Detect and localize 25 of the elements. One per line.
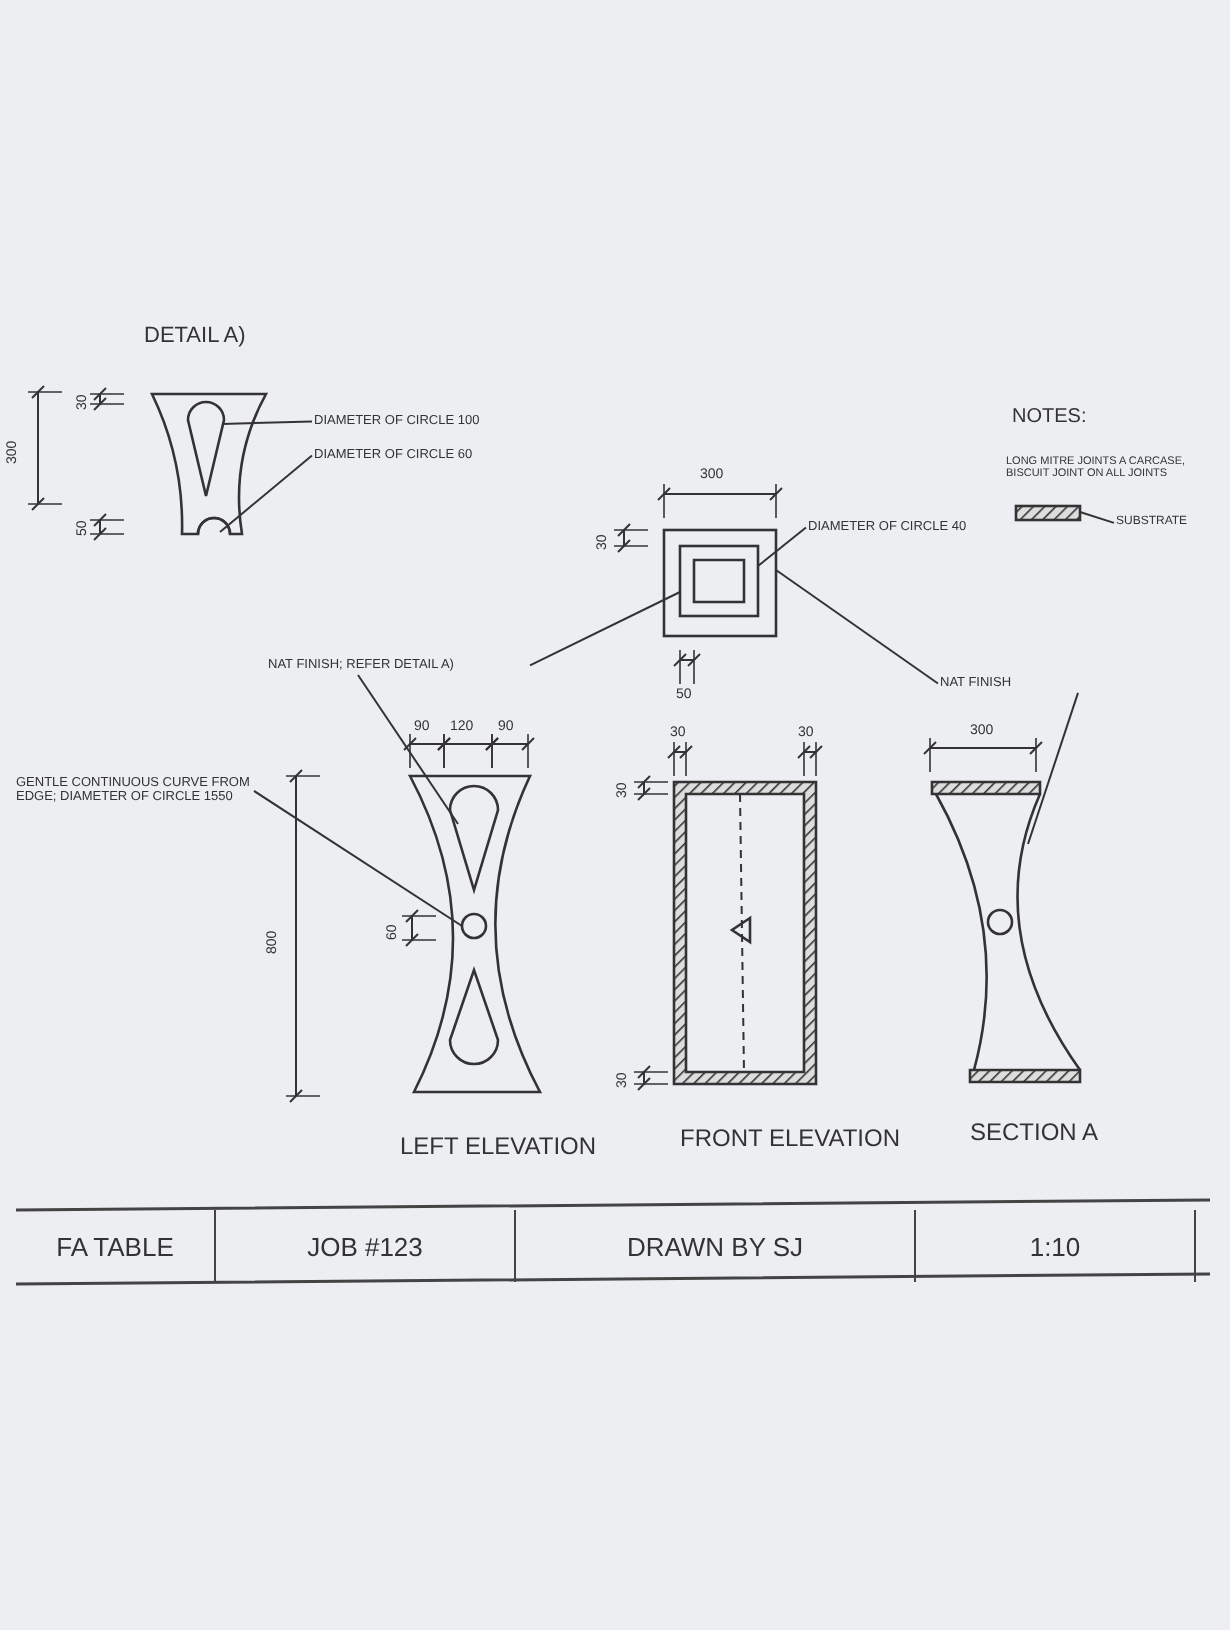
leader-line [1079,511,1115,524]
circle-hole [460,912,488,940]
leader-line [775,569,939,685]
title-block-cell: JOB #123 [216,1210,516,1282]
title-block-cell: FA TABLE [16,1210,216,1282]
leader-line [221,420,313,425]
curved-side-outline [1016,793,1082,1071]
title-block-cell: 1:10 [916,1210,1196,1282]
hatch-sample [1014,504,1082,522]
outer-square-outline [662,528,778,638]
leader-line [529,591,681,667]
view-title: SECTION A [970,1120,1099,1148]
cutout-outline [448,784,500,892]
title-block-cell: DRAWN BY SJ [516,1210,916,1282]
leader-line [253,789,463,927]
leader-line [219,454,313,533]
inner-frame-outline [678,544,760,618]
leader-line [757,526,807,567]
cutout-outline [186,400,226,498]
view-title: LEFT ELEVATION [400,1134,597,1162]
notes-heading: NOTES: [1012,406,1087,429]
detail-title: DETAIL A) [144,324,246,350]
notch-outline [196,516,232,535]
view-title: FRONT ELEVATION [680,1126,901,1154]
leader-line [1027,691,1079,845]
